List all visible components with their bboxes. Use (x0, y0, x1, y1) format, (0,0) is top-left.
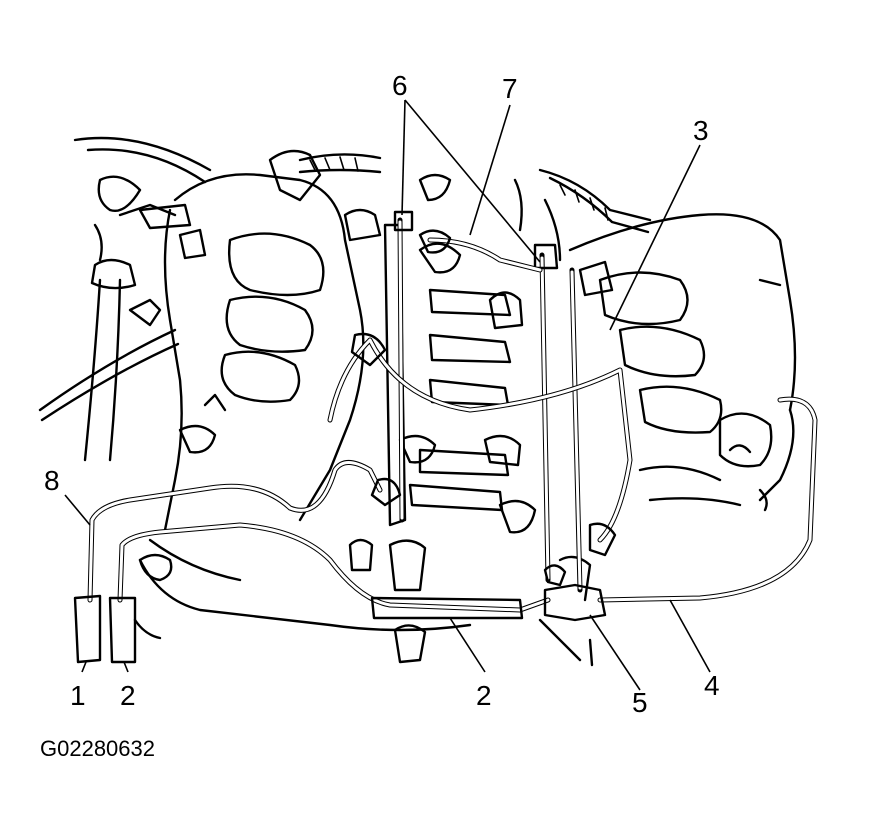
engine-outline (38, 136, 797, 667)
vacuum-hose (327, 332, 633, 557)
leader-lines (64, 99, 711, 691)
figure-caption: G02280632 (40, 736, 155, 761)
callout-5: 5 (632, 687, 648, 718)
crossover-pipe (418, 229, 543, 273)
fuel-rails (393, 210, 583, 593)
callout-6: 6 (392, 70, 408, 101)
callout-1: 1 (70, 680, 86, 711)
callout-3: 3 (693, 115, 709, 146)
callout-2-left: 2 (120, 680, 136, 711)
callout-labels: 6 7 3 8 1 2 2 5 4 (44, 70, 720, 718)
callout-2-center: 2 (476, 680, 492, 711)
return-line (543, 396, 818, 622)
callout-4: 4 (704, 670, 720, 701)
fuel-lines (73, 460, 551, 664)
callout-8: 8 (44, 465, 60, 496)
callout-7: 7 (502, 73, 518, 104)
